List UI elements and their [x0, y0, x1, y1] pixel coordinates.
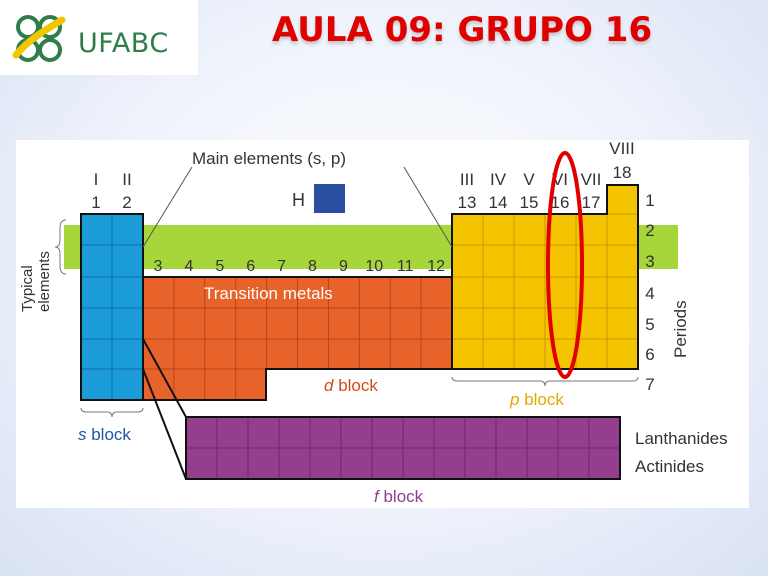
group-roman-label: I [94, 170, 99, 189]
period-number-label: 7 [645, 375, 654, 394]
group-number-label: 1 [91, 193, 100, 212]
actinides-label: Actinides [635, 457, 704, 476]
period-number-label: 3 [645, 252, 654, 271]
transition-metals-label: Transition metals [204, 284, 333, 303]
group-number-label: 16 [551, 193, 570, 212]
f-block-connector [142, 338, 187, 480]
logo-text: UFABC [78, 28, 169, 59]
lanthanides-label: Lanthanides [635, 429, 728, 448]
typical-elements-label: Typical [19, 265, 36, 312]
periods-label: Periods [671, 300, 690, 358]
period-labels: 1 2 3 4 5 6 7 [645, 191, 654, 394]
main-elements-label: Main elements (s, p) [192, 149, 346, 168]
main-elements-pointer-p [403, 166, 453, 248]
period-number-label: 6 [645, 345, 654, 364]
group-number-label: 12 [427, 258, 445, 275]
group-number-label: 3 [154, 258, 163, 275]
group-number-label: 15 [520, 193, 539, 212]
f-block-outline [185, 416, 621, 480]
d-block-label: d block [324, 376, 378, 395]
group-roman-label: V [523, 170, 535, 189]
p-block-label: p block [509, 390, 564, 409]
group-roman-label: IV [490, 170, 507, 189]
p-block-brace [451, 376, 639, 387]
group-number-label: 5 [215, 258, 224, 275]
typical-elements-label-2: elements [36, 251, 53, 312]
slide-title: AULA 09: GRUPO 16 [272, 10, 653, 50]
main-elements-pointer-s [142, 166, 193, 248]
typical-elements-brace [54, 219, 67, 275]
periodic-table-svg: Main elements (s, p) H Typical elements … [19, 140, 728, 506]
period-number-label: 5 [645, 315, 654, 334]
p-block-outline [451, 184, 639, 370]
period-number-label: 1 [645, 191, 654, 210]
group-number-label: 10 [365, 258, 383, 275]
block-outlines [54, 166, 639, 480]
group-roman-label: III [460, 170, 474, 189]
d-block-outline [143, 276, 453, 401]
group-number-label: 6 [246, 258, 255, 275]
group-16-highlight [546, 151, 584, 379]
period-number-label: 4 [645, 284, 654, 303]
group-number-label: 8 [308, 258, 317, 275]
group-number-label: 17 [582, 193, 601, 212]
hydrogen-cell [314, 184, 345, 213]
ufabc-logo-mark-icon [12, 15, 66, 62]
group-number-label: 14 [489, 193, 508, 212]
ufabc-logo: UFABC [0, 0, 198, 75]
group-number-label: 13 [458, 193, 477, 212]
group-number-label: 18 [613, 163, 632, 182]
periodic-table-diagram: Main elements (s, p) H Typical elements … [16, 140, 749, 508]
s-block-label: s block [78, 425, 131, 444]
s-block-brace [80, 407, 144, 418]
group-number-label: 9 [339, 258, 348, 275]
group-roman-label: VIII [609, 140, 635, 158]
group-number-label: 4 [184, 258, 193, 275]
group-number-label: 7 [277, 258, 286, 275]
group-roman-label: II [122, 170, 131, 189]
f-block-label: f block [374, 487, 424, 506]
hydrogen-label: H [292, 190, 305, 210]
group-number-label: 11 [397, 258, 414, 275]
period-number-label: 2 [645, 221, 654, 240]
group-number-label: 2 [122, 193, 131, 212]
group-roman-label: VII [581, 170, 602, 189]
